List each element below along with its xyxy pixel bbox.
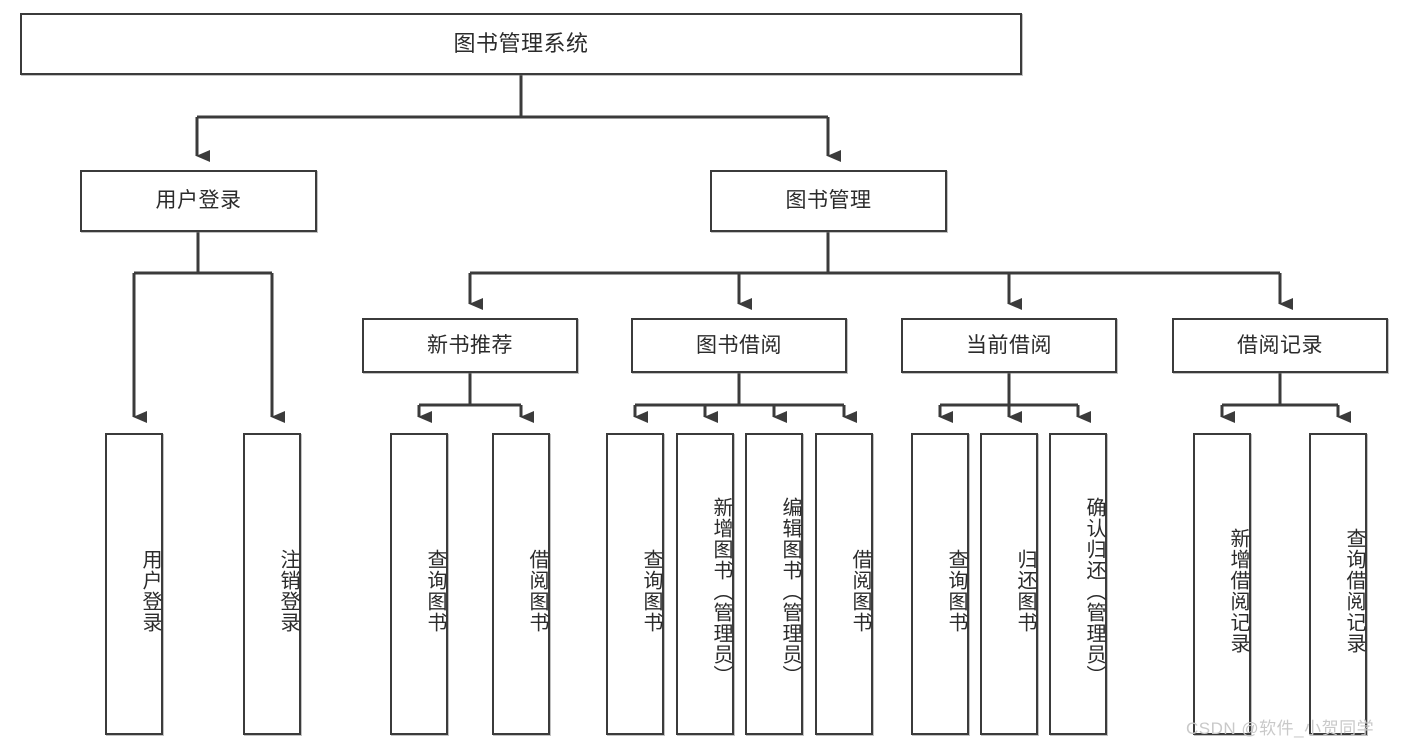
node-new-book-recommend[interactable]: 新书推荐 xyxy=(362,318,578,373)
node-label: 查询图书 xyxy=(640,549,662,633)
node-user-login[interactable]: 用户登录 xyxy=(80,170,317,232)
node-label: 归还图书 xyxy=(1014,549,1036,633)
node-label: 图书管理 xyxy=(785,189,872,213)
node-label: 编辑图书（管理员） xyxy=(779,496,801,686)
node-label: 新增借阅记录 xyxy=(1227,528,1249,654)
leaf-query-book-recommend[interactable]: 查询图书 xyxy=(390,433,448,735)
node-label: 查询图书 xyxy=(424,549,446,633)
node-label: 用户登录 xyxy=(155,189,242,213)
leaf-confirm-return-admin[interactable]: 确认归还（管理员） xyxy=(1049,433,1107,735)
node-root-system[interactable]: 图书管理系统 xyxy=(20,13,1022,75)
node-label: 查询图书 xyxy=(945,549,967,633)
node-label: 当前借阅 xyxy=(966,333,1052,357)
node-label: 图书借阅 xyxy=(696,333,782,357)
node-label: 注销登录 xyxy=(277,549,299,633)
node-label: 查询借阅记录 xyxy=(1343,528,1365,654)
leaf-add-borrow-record[interactable]: 新增借阅记录 xyxy=(1193,433,1251,735)
node-current-borrow[interactable]: 当前借阅 xyxy=(901,318,1117,373)
node-label: 用户登录 xyxy=(139,549,161,633)
leaf-query-book-current[interactable]: 查询图书 xyxy=(911,433,969,735)
watermark: CSDN @软件_小贺同学 xyxy=(1186,719,1375,738)
leaf-add-book-admin[interactable]: 新增图书（管理员） xyxy=(676,433,734,735)
leaf-edit-book-admin[interactable]: 编辑图书（管理员） xyxy=(745,433,803,735)
leaf-return-book[interactable]: 归还图书 xyxy=(980,433,1038,735)
leaf-user-logout[interactable]: 注销登录 xyxy=(243,433,301,735)
node-book-borrow[interactable]: 图书借阅 xyxy=(631,318,847,373)
node-label: 图书管理系统 xyxy=(453,30,589,56)
node-book-manage[interactable]: 图书管理 xyxy=(710,170,947,232)
leaf-borrow-book-recommend[interactable]: 借阅图书 xyxy=(492,433,550,735)
node-label: 借阅记录 xyxy=(1237,333,1323,357)
leaf-user-login[interactable]: 用户登录 xyxy=(105,433,163,735)
leaf-query-book-borrow[interactable]: 查询图书 xyxy=(606,433,664,735)
node-label: 借阅图书 xyxy=(526,549,548,633)
node-borrow-record[interactable]: 借阅记录 xyxy=(1172,318,1388,373)
node-label: 借阅图书 xyxy=(849,549,871,633)
node-label: 新书推荐 xyxy=(427,333,513,357)
leaf-query-borrow-record[interactable]: 查询借阅记录 xyxy=(1309,433,1367,735)
node-label: 新增图书（管理员） xyxy=(710,496,732,686)
node-label: 确认归还（管理员） xyxy=(1083,496,1105,686)
leaf-borrow-book[interactable]: 借阅图书 xyxy=(815,433,873,735)
